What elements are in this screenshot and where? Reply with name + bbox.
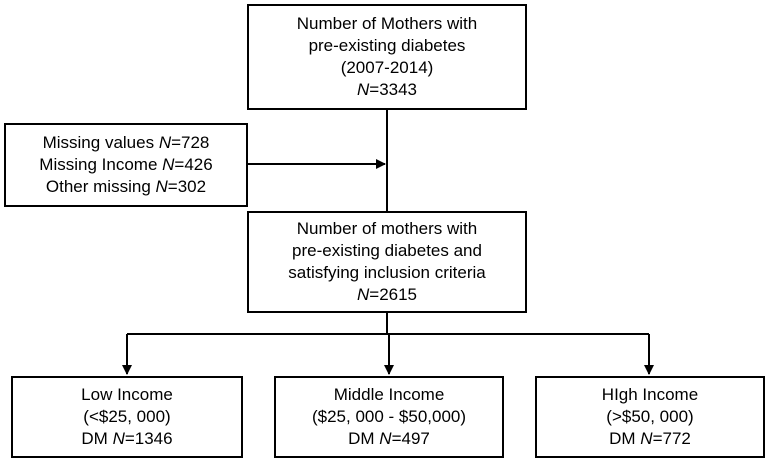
middle-income-n-symbol: N [379, 429, 392, 448]
included-box-line-3: satisfying inclusion criteria [288, 263, 486, 282]
missing-row-income: Missing Income N=426 [39, 154, 212, 176]
included-box-count: N=2615 [357, 284, 417, 306]
missing-income-n-symbol: N [162, 155, 175, 174]
other-missing-label: Other missing [45, 177, 156, 196]
included-n-value: =2615 [369, 285, 418, 304]
middle-income-dm-label: DM [348, 429, 380, 448]
missing-row-other: Other missing N=302 [46, 176, 206, 198]
other-missing-count: =302 [167, 177, 207, 196]
low-income-range: (<$25, 000) [83, 407, 171, 426]
high-income-range: (>$50, 000) [606, 407, 694, 426]
missing-income-count: =426 [174, 155, 213, 174]
high-income-box: HIgh Income (>$50, 000) DM N=772 [535, 376, 765, 458]
high-income-count: DM N=772 [609, 428, 691, 450]
missing-values-label: Missing values [42, 133, 159, 152]
low-income-n-value: =1346 [124, 429, 173, 448]
middle-income-range: ($25, 000 - $50,000) [311, 407, 467, 426]
missing-income-label: Missing Income [39, 155, 163, 174]
missing-values-box: Missing values N=728 Missing Income N=42… [4, 123, 248, 207]
low-income-count: DM N=1346 [81, 428, 172, 450]
middle-income-box: Middle Income ($25, 000 - $50,000) DM N=… [274, 376, 504, 458]
inclusion-criteria-box: Number of mothers with pre-existing diab… [247, 211, 527, 313]
top-box-line-2: pre-existing diabetes [308, 36, 466, 55]
mothers-preexisting-diabetes-box: Number of Mothers with pre-existing diab… [247, 4, 527, 110]
top-box-line-1: Number of Mothers with [296, 14, 478, 33]
top-box-count: N=3343 [357, 79, 417, 101]
low-income-n-symbol: N [112, 429, 125, 448]
low-income-dm-label: DM [81, 429, 113, 448]
missing-row-values: Missing values N=728 [43, 132, 210, 154]
high-income-n-symbol: N [640, 429, 653, 448]
other-missing-n-symbol: N [155, 177, 168, 196]
middle-income-n-value: =497 [391, 429, 430, 448]
missing-values-count: =728 [171, 133, 210, 152]
middle-income-count: DM N=497 [348, 428, 430, 450]
included-box-line-2: pre-existing diabetes and [292, 241, 482, 260]
top-box-n-value: =3343 [369, 80, 418, 99]
low-income-title: Low Income [81, 385, 173, 404]
missing-values-n-symbol: N [158, 133, 172, 152]
middle-income-title: Middle Income [333, 385, 445, 404]
top-box-line-3: (2007-2014) [340, 58, 434, 77]
included-n-symbol: N [356, 285, 370, 304]
high-income-title: HIgh Income [601, 385, 699, 404]
top-box-n-symbol: N [356, 80, 370, 99]
included-box-line-1: Number of mothers with [296, 219, 478, 238]
high-income-n-value: =772 [652, 429, 691, 448]
low-income-box: Low Income (<$25, 000) DM N=1346 [11, 376, 243, 458]
high-income-dm-label: DM [609, 429, 641, 448]
